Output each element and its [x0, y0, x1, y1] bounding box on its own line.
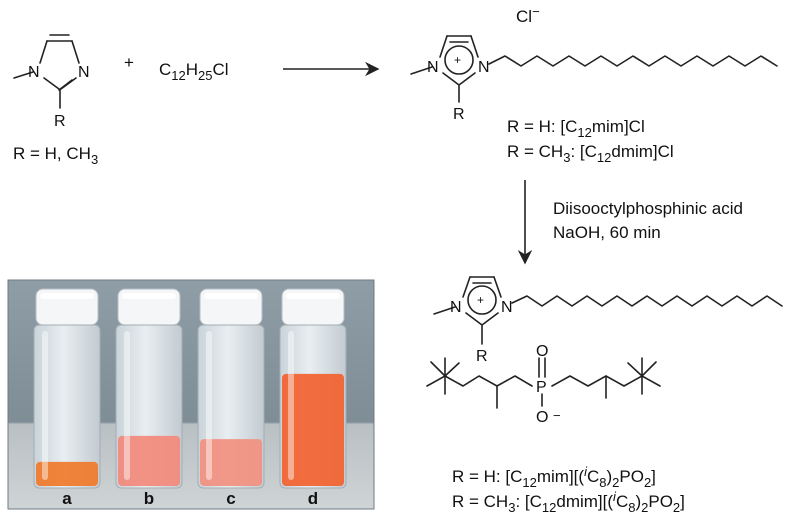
aromatic-circle	[444, 45, 474, 75]
isooctyl-chain-left	[426, 375, 533, 387]
bond	[470, 35, 479, 58]
bond	[71, 40, 80, 64]
vial-label-a: a	[62, 489, 72, 508]
bond	[627, 362, 643, 377]
bond	[481, 312, 499, 326]
bond	[442, 72, 460, 86]
vial-glare	[206, 331, 212, 480]
bond	[58, 79, 73, 91]
atom-o-top: O	[536, 343, 548, 360]
bond	[410, 66, 433, 75]
vial-liquid	[282, 373, 344, 486]
bond	[641, 361, 657, 377]
oxygen-charge: −	[553, 408, 561, 423]
bond	[444, 362, 460, 377]
vial-glass	[33, 324, 101, 489]
vial-liquid	[36, 461, 98, 486]
atom-n1: N	[450, 299, 462, 316]
vial-liquid	[118, 435, 180, 486]
plus-sign: +	[124, 53, 134, 72]
product2-label-ch3: R = CH3: [C12dmim][(iC8)2PO2]	[452, 489, 685, 515]
vials-photo: a b c d	[7, 279, 375, 510]
bond	[43, 77, 60, 90]
ring-charge: +	[454, 53, 461, 67]
vial-liquid	[200, 439, 262, 486]
chloride-anion: Cl−	[516, 4, 540, 26]
product1-label-ch3: R = CH3: [C12dmim]Cl	[507, 142, 674, 165]
atom-n3: N	[478, 59, 490, 76]
bond	[458, 72, 476, 86]
vial-label-d: d	[308, 489, 318, 508]
atom-p: P	[536, 379, 547, 396]
dodecyl-chain	[488, 55, 778, 67]
alkyl-chloride-formula: C12H25Cl	[159, 60, 229, 83]
vial-cap-highlight	[204, 293, 258, 299]
vial-glare	[288, 331, 294, 480]
bond	[13, 71, 34, 79]
atom-o-bottom: O	[536, 409, 548, 426]
atom-n3: N	[78, 64, 90, 81]
atom-r: R	[476, 348, 488, 365]
bond	[462, 276, 471, 298]
vial-label-c: c	[226, 489, 235, 508]
product2-cation: + N N R	[433, 276, 783, 365]
reactant-r-definition: R = H, CH3	[13, 144, 98, 167]
atom-r: R	[54, 113, 66, 130]
bond	[430, 361, 446, 377]
bond	[39, 40, 48, 64]
atom-n1: N	[427, 59, 439, 76]
vial-cap-highlight	[40, 293, 94, 299]
vial-glare	[42, 331, 48, 480]
aromatic-circle	[467, 285, 497, 315]
atom-n3: N	[501, 299, 513, 316]
conditions-line-2: NaOH, 60 min	[553, 223, 661, 242]
bond	[439, 35, 448, 58]
atom-r: R	[453, 106, 465, 123]
vial-glare	[124, 331, 130, 480]
product2-anion: P O O −	[426, 343, 661, 426]
vial-cap-highlight	[122, 293, 176, 299]
atom-n1: N	[28, 64, 40, 81]
vial-cap-highlight	[286, 293, 340, 299]
bond	[433, 306, 456, 315]
vial-label-b: b	[144, 489, 154, 508]
ring-charge: +	[477, 293, 484, 307]
product1-label-h: R = H: [C12mim]Cl	[507, 117, 645, 140]
bond	[493, 276, 502, 298]
conditions-line-1: Diisooctylphosphinic acid	[553, 199, 743, 218]
reactant-imidazole: N N R	[13, 34, 90, 130]
product1-structure: Cl− + N N R	[410, 4, 778, 123]
dodecyl-chain	[511, 295, 783, 307]
product2-label-h: R = H: [C12mim][(iC8)2PO2]	[452, 464, 656, 490]
bond	[465, 312, 483, 326]
